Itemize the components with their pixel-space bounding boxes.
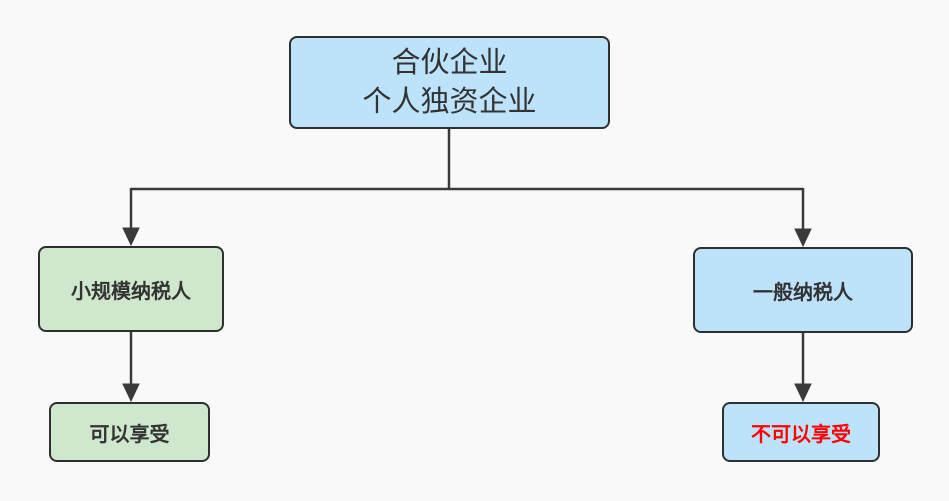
node-can-enjoy-label: 可以享受 — [89, 423, 170, 446]
arrowhead-right-result-icon — [794, 383, 812, 403]
node-root-line-1: 合伙企业 — [391, 47, 508, 80]
node-can-enjoy: 可以享受 — [49, 402, 210, 462]
node-small-scale-taxpayer: 小规模纳税人 — [38, 246, 224, 332]
node-partnership-sole-proprietorship: 合伙企业 个人独资企业 — [289, 36, 610, 129]
arrowhead-left-result-icon — [122, 383, 140, 403]
node-cannot-enjoy: 不可以享受 — [722, 402, 880, 462]
arrowhead-left-branch-icon — [122, 227, 140, 247]
node-small-scale-taxpayer-label: 小规模纳税人 — [71, 280, 191, 303]
node-root-line-2: 个人独资企业 — [362, 85, 537, 118]
node-general-taxpayer: 一般纳税人 — [693, 247, 913, 333]
node-general-taxpayer-label: 一般纳税人 — [753, 281, 853, 304]
node-cannot-enjoy-label: 不可以享受 — [751, 423, 851, 446]
arrowhead-right-branch-icon — [794, 228, 812, 248]
